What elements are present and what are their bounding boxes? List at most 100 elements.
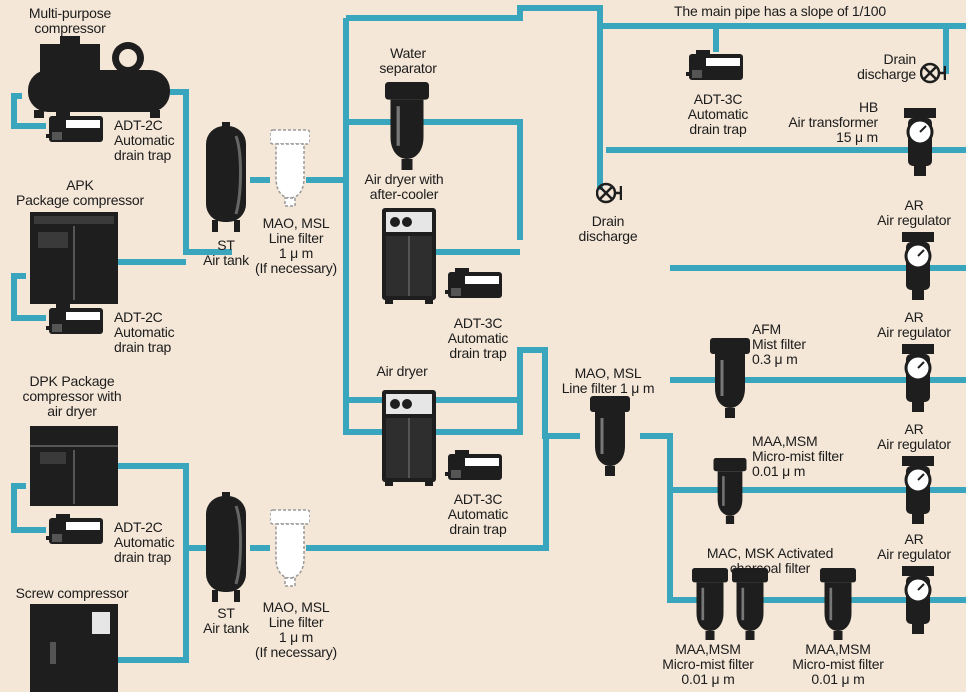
mac-line2: charcoal filter [729,560,811,576]
mao-top-label: MAO, MSL Line filter 1 μ m (If necessary… [255,216,337,276]
mac-charcoal-filter-icon [730,568,770,640]
adt2c-3-line2: Automatic [114,534,175,550]
adt3c-low-line1: ADT-3C [453,491,503,507]
st-tank-2-line1: ST [217,605,235,621]
maa-bl-label: MAA,MSM Micro-mist filter 0.01 μ m [662,641,754,687]
ar-regulator-4-icon [900,566,936,636]
pipe-compressor1 [170,89,232,255]
pipe-top-header [346,5,966,29]
screw-compressor-label: Screw compressor [16,586,129,601]
adt2c-1-line3: drain trap [114,147,172,163]
adt3c-mid-label: ADT-3C Automatic drain trap [447,316,509,361]
adt2c-1-label: ADT-2C Automatic drain trap [114,117,175,163]
dpk-line3: air dryer [47,403,97,419]
adt2c-2-line3: drain trap [114,339,172,355]
adt3c-mid-line2: Automatic [447,330,509,346]
adt2c-2-line2: Automatic [114,324,175,340]
adt2c-2-label: ADT-2C Automatic drain trap [114,309,175,355]
st-air-tank-2-icon [206,492,246,602]
multi-purpose-compressor-icon [28,36,170,118]
pipe-dpk [118,463,189,663]
drain-top-line2: discharge [857,66,916,82]
hb-line1: HB [858,99,878,115]
ar2-line2: Air regulator [877,324,951,340]
adt3c-low-label: ADT-3C Automatic drain trap [448,491,509,537]
adt2c-trap-2-icon [46,304,103,334]
adt3c-low-line3: drain trap [449,521,507,537]
ar1-line1: AR [904,197,924,213]
hb-air-transformer-icon [902,106,938,178]
multi-compressor-label: Multi-purpose compressor [29,6,111,36]
apk-label: APK Package compressor [16,178,144,208]
adt2c-trap-3-icon [46,514,103,544]
dpk-line1: DPK Package [29,373,115,389]
dryer-aftercooler-line2: after-cooler [369,186,439,202]
mao-center-line1: MAO, MSL [574,365,642,381]
pipe-dryer-loop [343,397,520,432]
dpk-package-compressor-icon [30,426,118,506]
afm-label: AFM Mist filter 0.3 μ m [752,322,806,367]
afm-line3: 0.3 μ m [752,351,798,367]
afm-line2: Mist filter [752,336,806,352]
maa-micro-mist-filter-bl-icon [690,568,730,640]
adt3c-top-label: ADT-3C Automatic drain trap [687,91,749,137]
hb-line2: Air transformer [788,114,878,130]
dpk-line2: compressor with [22,388,122,404]
ar4-line2: Air regulator [877,546,951,562]
maa-bl-line1: MAA,MSM [675,641,741,657]
mao-top-line2: Line filter [268,230,324,246]
mao-center-line-filter-icon [590,396,630,476]
mao-center-label: MAO, MSL Line filter 1 μ m [562,366,655,396]
adt2c-1-line2: Automatic [114,132,175,148]
st-tank-2-label: ST Air tank [203,606,249,636]
screw-compressor-icon [30,604,118,692]
apk-package-compressor-icon [30,212,118,304]
multi-compressor-line1: Multi-purpose [28,5,112,21]
ar4-label: AR Air regulator [877,532,951,562]
top-note-text: The main pipe has a slope of 1/100 [674,3,886,19]
pipe-adt3-loop [11,483,46,533]
afm-mist-filter-icon [710,338,750,418]
adt2c-3-label: ADT-2C Automatic drain trap [114,519,175,565]
adt2c-1-line1: ADT-2C [114,117,163,133]
afm-line1: AFM [752,321,781,337]
adt2c-3-line1: ADT-2C [114,519,163,535]
st-tank-2-line2: Air tank [203,620,249,636]
maa-br-line3: 0.01 μ m [811,671,865,687]
maa-br-label: MAA,MSM Micro-mist filter 0.01 μ m [792,642,884,687]
apk-line2: Package compressor [16,192,144,208]
adt2c-2-line1: ADT-2C [114,309,163,325]
apk-line1: APK [66,177,94,193]
adt3c-top-line1: ADT-3C [693,91,743,107]
drain-top-label: Drain discharge [857,52,916,82]
mac-line1: MAC, MSK Activated [706,545,834,561]
ar-regulator-3-icon [900,456,936,526]
adt3c-trap-mid-icon [445,268,502,298]
st-tank-1-line2: Air tank [203,252,249,268]
air-dryer-label: Air dryer [376,364,427,379]
adt3c-top-line2: Automatic [687,106,749,122]
water-separator-line1: Water [390,45,426,61]
drain-mid-label: Drain discharge [579,214,638,244]
adt2c-3-line3: drain trap [114,549,172,565]
maa-micro-mist-filter-mid-icon [712,458,748,524]
water-separator-line2: separator [379,60,437,76]
water-separator-icon [385,82,429,170]
pipe-adt2-loop [11,273,46,321]
adt3c-trap-low-icon [445,450,502,480]
ar1-label: AR Air regulator [877,198,951,228]
screw-compressor-line1: Screw compressor [15,585,129,601]
drain-valve-mid-icon [596,182,622,204]
drain-mid-line1: Drain [591,213,625,229]
drain-mid-line2: discharge [578,228,638,244]
dryer-aftercooler-label: Air dryer with after-cooler [365,172,444,202]
multi-compressor-line2: compressor [34,20,106,36]
mao-top-line4: (If necessary) [255,260,337,276]
air-dryer-icon [382,390,436,486]
air-dryer-line1: Air dryer [376,363,428,379]
maa-bl-line3: 0.01 μ m [681,671,735,687]
ar3-line1: AR [904,421,924,437]
mao-bottom-line2: Line filter [268,614,324,630]
mao-line-filter-optional-1-icon [270,129,310,207]
adt2c-trap-1-icon [46,112,103,142]
